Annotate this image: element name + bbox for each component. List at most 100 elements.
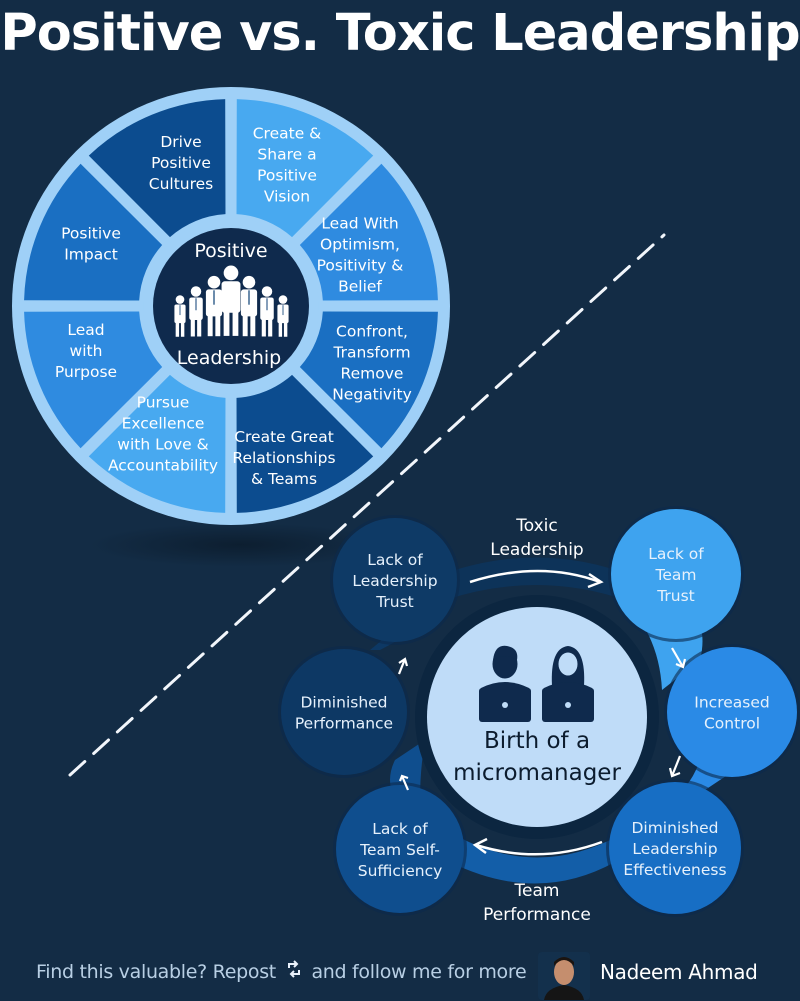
- cycle-node-label: Trust: [375, 593, 414, 611]
- wheel-segment-label: Remove: [341, 365, 404, 383]
- wheel-segment: [236, 374, 374, 513]
- arrow-down-2-icon: [668, 755, 682, 778]
- cycle-node-label: Lack of: [367, 551, 423, 569]
- cycle-node-circle: [667, 647, 797, 777]
- repost-icon[interactable]: [286, 960, 302, 983]
- wheel-segment: [24, 311, 163, 449]
- arrow-up-1-icon: [398, 774, 410, 791]
- wheel-segment-label: Impact: [64, 246, 118, 264]
- wheel-segment-label: with Love &: [117, 436, 208, 454]
- cycle-node-circle: [609, 782, 741, 914]
- wheel-segment-label: & Teams: [251, 470, 317, 488]
- cta-after: and follow me for more: [311, 961, 527, 983]
- cycle-node-label: Performance: [295, 715, 393, 733]
- wheel-segment-label: Share a: [257, 146, 316, 164]
- person-icon: [240, 275, 258, 337]
- cycle-node-circle: [333, 518, 457, 642]
- core-line-2: micromanager: [453, 760, 621, 786]
- wheel-segment-label: Pursue: [137, 394, 190, 412]
- arrow-bottom-head-icon: [472, 837, 488, 855]
- wheel-segment-label: Positive: [257, 167, 317, 185]
- wheel-segment: [88, 99, 226, 238]
- wheel-segment-label: Negativity: [332, 386, 412, 404]
- wheel-segment-label: Vision: [264, 188, 310, 206]
- wheel-segment-label: Positive: [151, 154, 211, 172]
- hub-title-top: Positive: [194, 240, 267, 262]
- cycle-node-label: Diminished: [631, 819, 718, 837]
- cycle-node-circle: [336, 785, 464, 913]
- wheel-segment-label: Positive: [61, 225, 121, 243]
- top-band: [440, 557, 630, 600]
- wheel-segment-label: Purpose: [55, 363, 117, 381]
- cycle-node-label: Lack of: [372, 820, 428, 838]
- wheel-segment-label: Lead With: [321, 215, 398, 233]
- wheel-segment-label: Create Great: [234, 428, 334, 446]
- worker-icon: [479, 645, 531, 722]
- author-name: Nadeem Ahmad: [600, 960, 758, 984]
- cycle-node-label: Team: [655, 566, 697, 584]
- hub-title-bottom: Leadership: [177, 347, 281, 369]
- arrow-down-1-icon: [671, 647, 687, 669]
- person-icon: [189, 286, 203, 337]
- wheel-segment-label: Lead: [67, 321, 104, 339]
- cycle-node-label: Leadership: [632, 840, 717, 858]
- workers-at-laptops-icon: [479, 645, 594, 722]
- page-title: Positive vs. Toxic Leadership: [0, 4, 800, 63]
- bottom-band: [450, 835, 620, 884]
- wheel-segment-label: Accountability: [108, 457, 218, 475]
- cycle-node-label: Control: [704, 715, 760, 733]
- wheel-segment-label: Confront,: [336, 323, 408, 341]
- divider-line: [68, 233, 666, 777]
- arrow-bottom-icon: [475, 840, 603, 856]
- wheel-shadow: [90, 523, 390, 567]
- team-performance-label-1: Team: [514, 881, 560, 901]
- cycle-node: Lack of Team Self- Sufficiency: [333, 782, 467, 916]
- wheel-segment: [236, 99, 374, 238]
- author-avatar: [538, 952, 590, 1000]
- cycle-node-circle: [611, 509, 741, 639]
- cycle-node-label: Sufficiency: [358, 862, 443, 880]
- cycle-node-label: Leadership: [352, 572, 437, 590]
- wheel-segment-label: Drive: [160, 133, 201, 151]
- cycle-node-label: Lack of: [648, 545, 704, 563]
- wheel-segment-label: Positivity &: [317, 257, 404, 275]
- footer: Find this valuable? Repost and follow me…: [0, 950, 800, 1000]
- cycle-node-circle: [281, 649, 407, 775]
- footer-cta: Find this valuable? Repost and follow me…: [36, 960, 527, 983]
- micromanager-core: [427, 607, 647, 827]
- cycle-node-label: Increased: [694, 694, 769, 712]
- person-icon: [277, 295, 289, 337]
- person-icon: [205, 275, 223, 337]
- person-icon: [221, 265, 241, 336]
- person-icon: [260, 286, 274, 337]
- cycle-node-label: Effectiveness: [623, 861, 726, 879]
- wheel-segment: [24, 163, 163, 301]
- arrow-up-2-icon: [397, 657, 409, 675]
- toxic-leadership-label-2: Leadership: [490, 540, 583, 560]
- arrow-top-head-icon: [587, 572, 604, 589]
- cta-before: Find this valuable? Repost: [36, 961, 276, 983]
- cycle-node-label: Team Self-: [359, 841, 440, 859]
- toxic-leadership-cycle: Birth of a micromanager Lack ofLeadershi…: [278, 506, 800, 925]
- wheel-segment-label: with: [70, 342, 103, 360]
- wheel-segment-label: Excellence: [122, 415, 205, 433]
- wheel-segment-label: Cultures: [149, 175, 214, 193]
- wheel-segment-label: Optimism,: [320, 236, 400, 254]
- worker-icon: [542, 646, 594, 722]
- team-performance-label-2: Performance: [483, 905, 591, 925]
- wheel-segment-label: Relationships: [232, 449, 335, 467]
- toxic-leadership-label-1: Toxic: [515, 516, 558, 536]
- wheel-segment: [299, 311, 438, 449]
- wheel-segment-label: Transform: [332, 344, 410, 362]
- wheel-segment-label: Belief: [338, 278, 382, 296]
- cycle-node-label: Trust: [656, 587, 695, 605]
- wheel-segment-label: Create &: [253, 125, 322, 143]
- cycle-node-label: Diminished: [300, 694, 387, 712]
- wheel-segment: [299, 163, 438, 301]
